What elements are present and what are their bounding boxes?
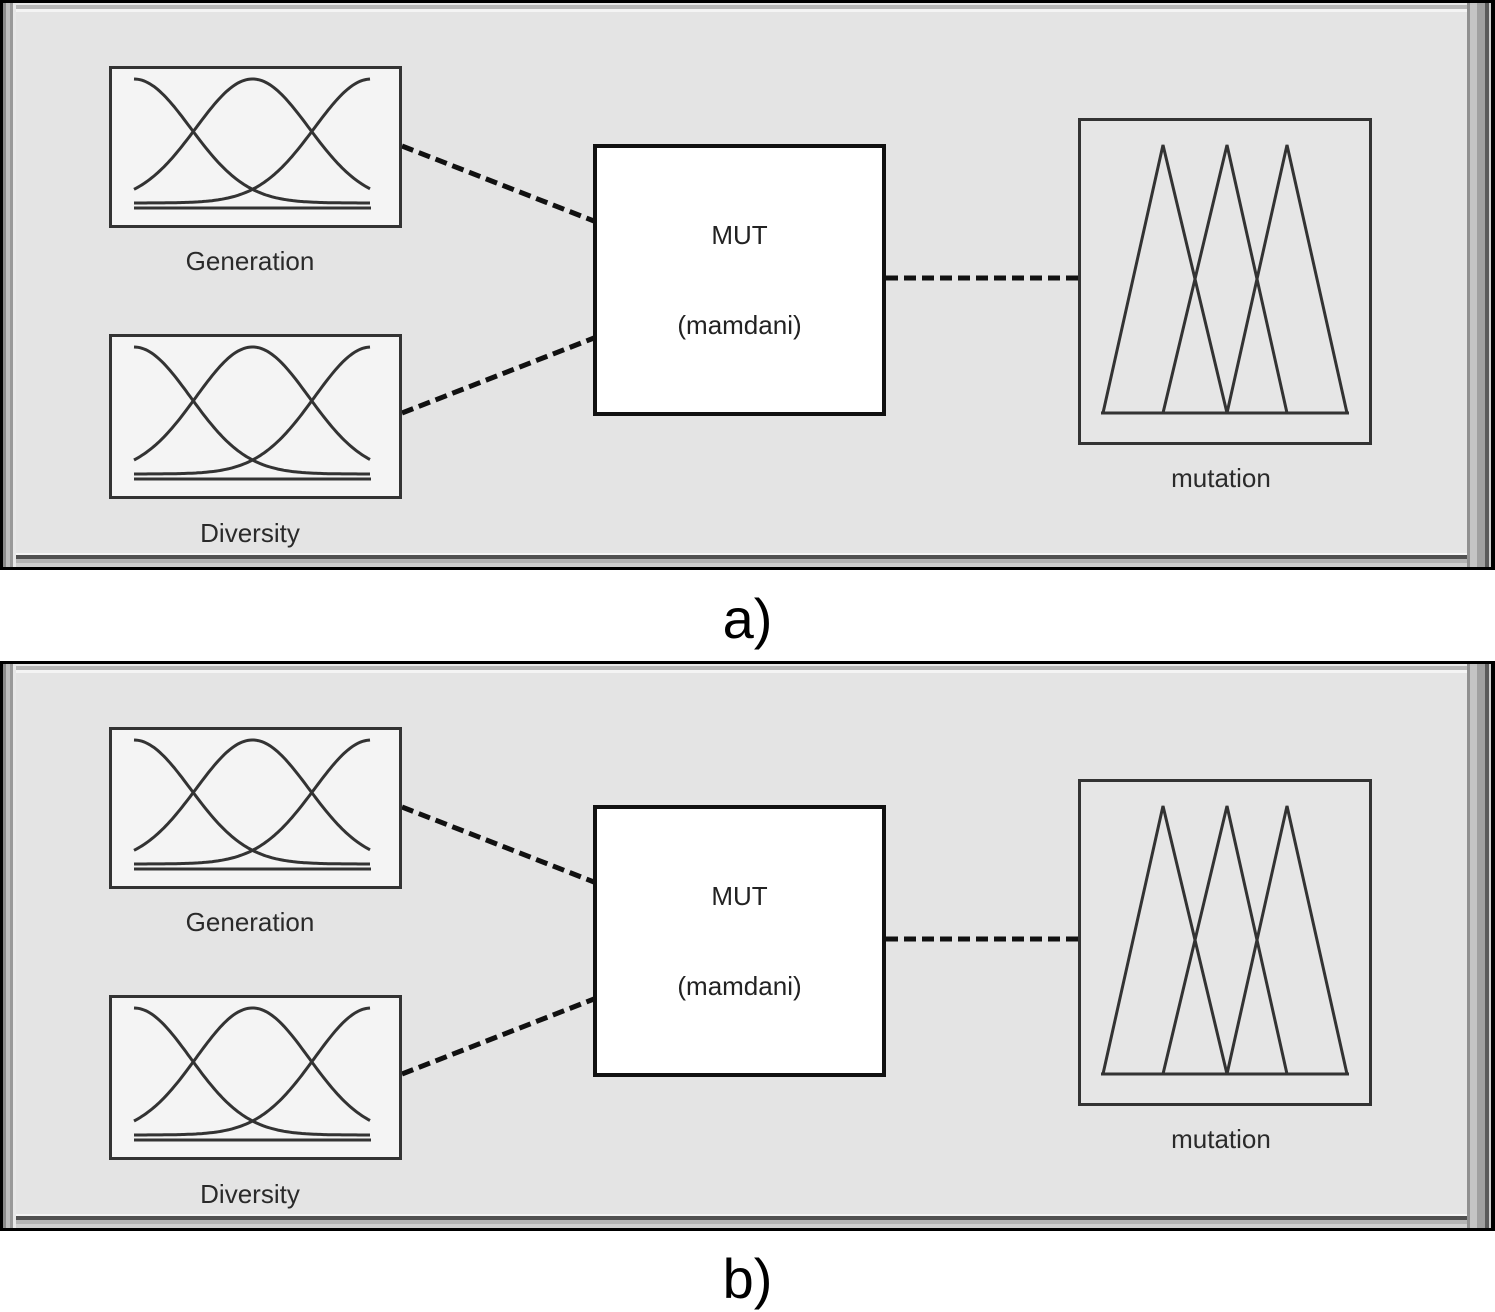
fis-system-box[interactable]: MUT (mamdani) (593, 805, 886, 1077)
fis-name: MUT (711, 881, 768, 911)
top-frame (16, 3, 1467, 12)
fis-type: (mamdani) (677, 971, 802, 1001)
mf-curve-3 (134, 738, 371, 866)
output-mutation-label: mutation (1171, 463, 1271, 493)
left-frame (0, 3, 16, 567)
gaussian-mf-plot (133, 345, 371, 481)
triangular-mf-plot (1101, 144, 1349, 415)
mf-triangle-2 (1161, 144, 1289, 414)
gaussian-mf-plot (133, 1006, 371, 1142)
fis-type: (mamdani) (677, 310, 802, 340)
wire-diversity (401, 335, 595, 416)
mf-triangle-1 (1101, 144, 1229, 414)
mf-curve-1 (133, 1006, 370, 1137)
mf-curve-2 (133, 345, 371, 462)
output-mutation-box[interactable] (1078, 118, 1372, 445)
mf-curve-1 (133, 345, 370, 476)
wire-generation (401, 804, 595, 885)
bottom-frame (16, 1214, 1467, 1228)
gaussian-mf-plot (133, 77, 371, 210)
mf-curve-3 (134, 345, 371, 476)
input-diversity-label: Diversity (200, 518, 300, 548)
input-diversity-box[interactable] (109, 334, 402, 499)
mf-triangle-3 (1225, 144, 1349, 414)
triangular-mf-plot (1101, 805, 1349, 1076)
left-frame (0, 664, 16, 1228)
caption-b: b) (722, 1247, 773, 1310)
connection-wires (401, 143, 1078, 416)
output-mutation-box[interactable] (1078, 779, 1372, 1106)
input-generation-box[interactable] (109, 727, 402, 889)
wire-diversity (401, 996, 595, 1077)
right-scrollbar[interactable] (1467, 664, 1495, 1228)
input-generation-label: Generation (185, 907, 315, 937)
fis-editor-panel-b: Generation Diversity MUT (mamdani) mutat… (0, 661, 1495, 1231)
input-diversity-box[interactable] (109, 995, 402, 1160)
wire-generation (401, 143, 595, 224)
fis-editor-panel-a: Generation Diversity MUT (mamdani) mutat… (0, 0, 1495, 570)
top-frame (16, 664, 1467, 673)
mf-curve-2 (133, 1006, 371, 1123)
mf-triangle-1 (1101, 805, 1229, 1075)
mf-curve-3 (134, 1006, 371, 1137)
gaussian-mf-plot (133, 738, 371, 871)
mf-curve-2 (133, 77, 371, 191)
right-scrollbar[interactable] (1467, 3, 1495, 567)
mf-curve-2 (133, 738, 371, 852)
mf-curve-1 (133, 738, 370, 866)
mf-triangle-2 (1161, 805, 1289, 1075)
mf-curve-1 (133, 77, 370, 205)
fis-name: MUT (711, 220, 768, 250)
output-mutation-label: mutation (1171, 1124, 1271, 1154)
fis-system-box[interactable]: MUT (mamdani) (593, 144, 886, 416)
mf-triangle-3 (1225, 805, 1349, 1075)
bottom-frame (16, 553, 1467, 567)
input-diversity-label: Diversity (200, 1179, 300, 1209)
input-generation-label: Generation (185, 246, 315, 276)
mf-curve-3 (134, 77, 371, 205)
connection-wires (401, 804, 1078, 1077)
caption-a: a) (722, 587, 773, 650)
input-generation-box[interactable] (109, 66, 402, 228)
